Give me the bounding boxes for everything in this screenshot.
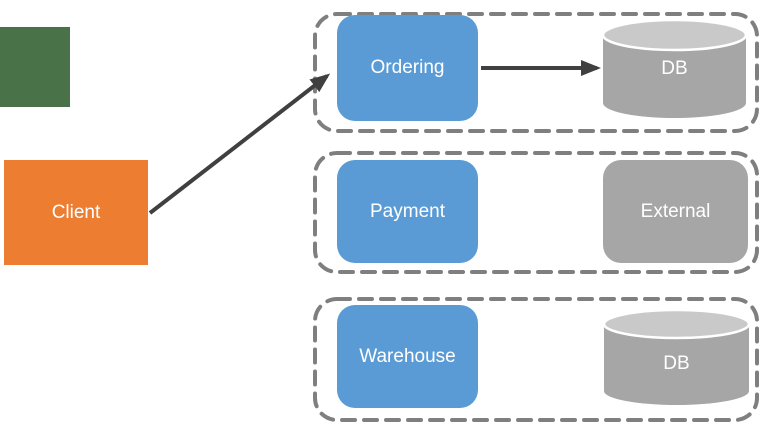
- service-box-payment: Payment: [337, 160, 478, 263]
- green-square: [0, 27, 70, 107]
- client-to-ordering-arrow: [148, 73, 331, 215]
- db-label-text: DB: [661, 58, 688, 79]
- warehouse-db-label: DB: [604, 333, 749, 395]
- external-store-box: External: [603, 160, 748, 263]
- ordering-group-dashed-border: [313, 12, 759, 133]
- cylinder-top: [601, 18, 748, 52]
- ordering-db-cylinder-icon: [601, 18, 748, 119]
- payment-label: Payment: [370, 200, 445, 222]
- client-box: Client: [4, 160, 148, 265]
- service-box-warehouse: Warehouse: [337, 305, 478, 408]
- warehouse-label: Warehouse: [359, 345, 456, 367]
- warehouse-group-dashed-border: [313, 297, 759, 422]
- warehouse-db-cylinder-icon: [602, 308, 751, 405]
- ordering-db-label: DB: [603, 38, 746, 100]
- db-label-text: DB: [663, 353, 690, 374]
- ordering-label: Ordering: [370, 57, 445, 78]
- service-box-ordering: Ordering: [337, 15, 478, 121]
- payment-group-dashed-border: [313, 151, 759, 274]
- cylinder-top: [602, 308, 751, 340]
- client-label: Client: [51, 201, 101, 223]
- external-label: External: [640, 200, 711, 222]
